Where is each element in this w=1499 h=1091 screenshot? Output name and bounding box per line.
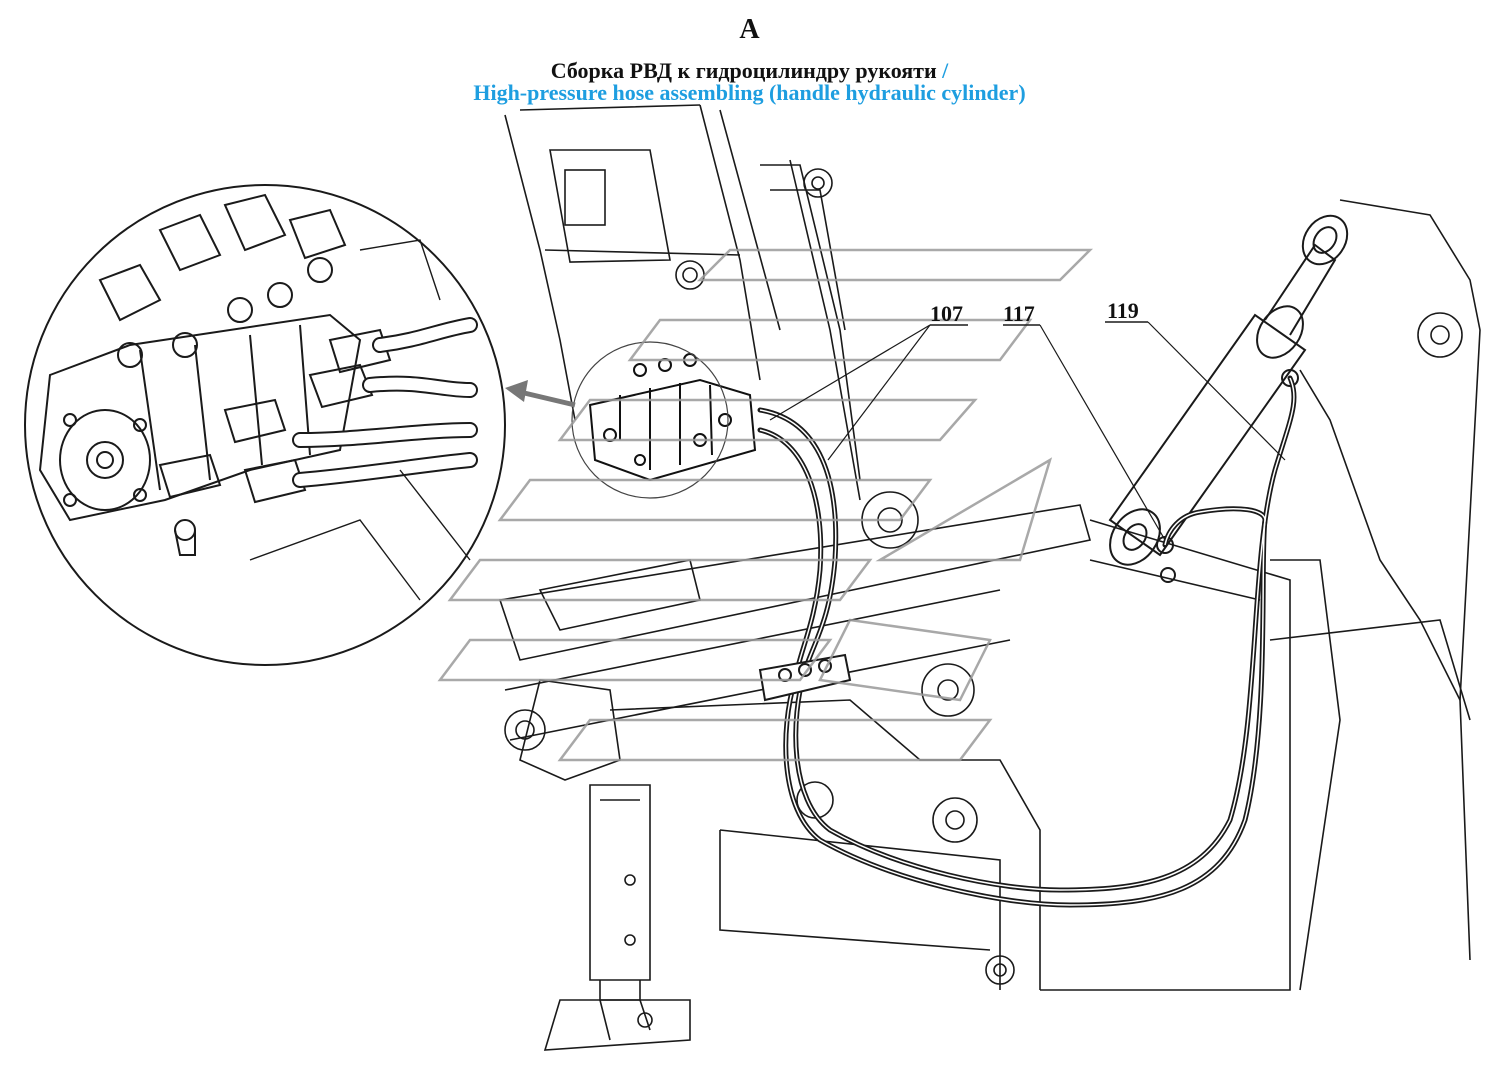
detail-view-circle [571,341,729,499]
control-valve-block [588,353,757,482]
callout-119: 119 [1105,298,1286,461]
callout-label-107: 107 [930,301,963,326]
section-letter: A [739,14,760,45]
title-separator: / [942,58,949,83]
callouts: 107 117 119 [769,298,1286,541]
magnified-detail [24,184,506,666]
callout-label-119: 119 [1107,298,1139,323]
callout-107: 107 [769,301,968,461]
callout-117: 117 [1003,301,1166,541]
title-russian: Сборка РВД к гидроцилиндру рукояти [550,58,937,83]
callout-label-117: 117 [1003,301,1035,326]
title-english: High-pressure hose assembling (handle hy… [473,80,1026,105]
watermark-logo [437,248,1094,762]
hose-clamp-bracket [758,653,852,702]
handle-hydraulic-cylinder [1108,214,1349,583]
hose-highlight [759,377,1295,906]
zoom-arrow-icon [505,380,576,408]
title-ru-line: Сборка РВД к гидроцилиндру рукояти / [0,58,1499,84]
